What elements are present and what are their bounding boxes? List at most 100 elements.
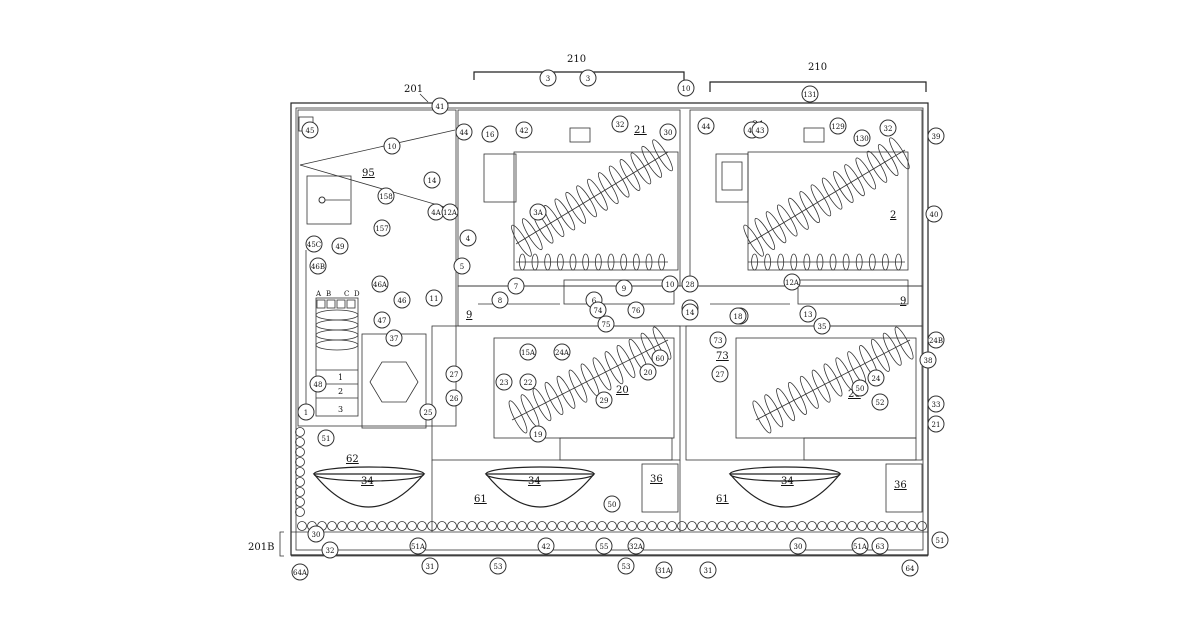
callout-12A: 12A (784, 274, 800, 290)
conveyor-roller (888, 522, 897, 531)
callout-text: 157 (375, 225, 388, 233)
frame-label: 201 (404, 84, 423, 95)
callout-30: 30 (790, 538, 806, 554)
callout-text: 16 (486, 131, 495, 139)
chamber-label-21a: 21 (634, 125, 647, 136)
callout-text: 3A (533, 209, 543, 217)
callout-text: 32 (616, 121, 625, 129)
callout-text: 13 (804, 311, 813, 319)
conveyor-roller (798, 522, 807, 531)
conveyor-roller (528, 522, 537, 531)
callout-48: 48 (310, 376, 326, 392)
callout-31: 31 (700, 562, 716, 578)
callout-10: 10 (384, 138, 400, 154)
callout-text: 53 (622, 563, 631, 571)
callout-60: 60 (652, 350, 668, 366)
callout-text: 129 (831, 123, 844, 131)
callout-text: 46 (398, 297, 407, 305)
conveyor-roller (658, 522, 667, 531)
callout-41: 41 (432, 98, 448, 114)
callout-131: 131 (802, 86, 818, 102)
callout-text: 47 (378, 317, 387, 325)
chamber-label-62: 62 (346, 454, 359, 465)
callout-51A: 51A (410, 538, 426, 554)
callout-text: 24A (555, 349, 570, 357)
bottom-compartments: 62 61 61 34 34 34 36 36 (296, 428, 927, 533)
conveyor-roller (348, 522, 357, 531)
callout-text: 24B (929, 337, 943, 345)
conveyor-roller (298, 522, 307, 531)
callout-text: 73 (714, 337, 723, 345)
callout-text: 24 (872, 375, 881, 383)
conveyor-roller (518, 522, 527, 531)
callout-text: 48 (314, 381, 323, 389)
conveyor-roller (508, 522, 517, 531)
callout-158: 158 (378, 188, 394, 204)
svg-text:D: D (354, 290, 360, 298)
callout-39: 39 (928, 128, 944, 144)
callout-text: 25 (424, 409, 433, 417)
callout-22: 22 (520, 374, 536, 390)
conveyor-roller (608, 522, 617, 531)
callout-27: 27 (712, 366, 728, 382)
conveyor-roller (538, 522, 547, 531)
callout-text: 35 (818, 323, 827, 331)
callout-text: 3 (586, 75, 590, 83)
bracket-210-left: 210 (474, 54, 684, 80)
conveyor-roller (448, 522, 457, 531)
callout-46B: 46B (310, 258, 326, 274)
chamber-label-2: 2 (890, 210, 896, 221)
callout-21: 21 (928, 416, 944, 432)
callout-14: 14 (682, 304, 698, 320)
callout-text: 40 (930, 211, 939, 219)
callout-text: 1 (304, 409, 308, 417)
conveyor-roller (488, 522, 497, 531)
callout-64: 64 (902, 560, 918, 576)
conveyor-roller (378, 522, 387, 531)
svg-text:1: 1 (338, 373, 343, 382)
callout-text: 49 (336, 243, 345, 251)
callout-37: 37 (386, 330, 402, 346)
callout-text: 22 (524, 379, 533, 387)
callout-text: 20 (644, 369, 653, 377)
conveyor-roller (728, 522, 737, 531)
callout-text: 26 (450, 395, 459, 403)
callout-text: 50 (608, 501, 617, 509)
conveyor-roller (778, 522, 787, 531)
conveyor-roller (468, 522, 477, 531)
callout-24B: 24B (928, 332, 944, 348)
chamber-label-9a: 9 (466, 310, 472, 321)
conveyor-roller (668, 522, 677, 531)
conveyor-roller (598, 522, 607, 531)
conveyor-roller (296, 508, 305, 517)
conveyor-roller (678, 522, 687, 531)
conveyor-roller (908, 522, 917, 531)
conveyor-roller (758, 522, 767, 531)
callout-text: 28 (686, 281, 695, 289)
callout-74: 74 (590, 302, 606, 318)
svg-text:A: A (315, 290, 322, 298)
callout-text: 29 (600, 397, 609, 405)
conveyor-roller (858, 522, 867, 531)
svg-text:3: 3 (338, 405, 343, 414)
callout-text: 19 (534, 431, 543, 439)
callout-8: 8 (492, 292, 508, 308)
callout-text: 31A (657, 567, 672, 575)
conveyor-roller (638, 522, 647, 531)
callout-42: 42 (516, 122, 532, 138)
callout-text: 53 (494, 563, 503, 571)
callout-25: 25 (420, 404, 436, 420)
callout-text: 74 (594, 307, 603, 315)
conveyor-roller (296, 478, 305, 487)
callout-35: 35 (814, 318, 830, 334)
callout-text: 43 (756, 127, 765, 135)
callout-15A: 15A (520, 344, 536, 360)
conveyor-roller (328, 522, 337, 531)
bowl-label-34c: 34 (781, 476, 794, 487)
callout-45: 45 (302, 122, 318, 138)
callout-32: 32 (612, 116, 628, 132)
callout-50: 50 (852, 380, 868, 396)
callout-157: 157 (374, 220, 390, 236)
callout-text: 27 (450, 371, 459, 379)
